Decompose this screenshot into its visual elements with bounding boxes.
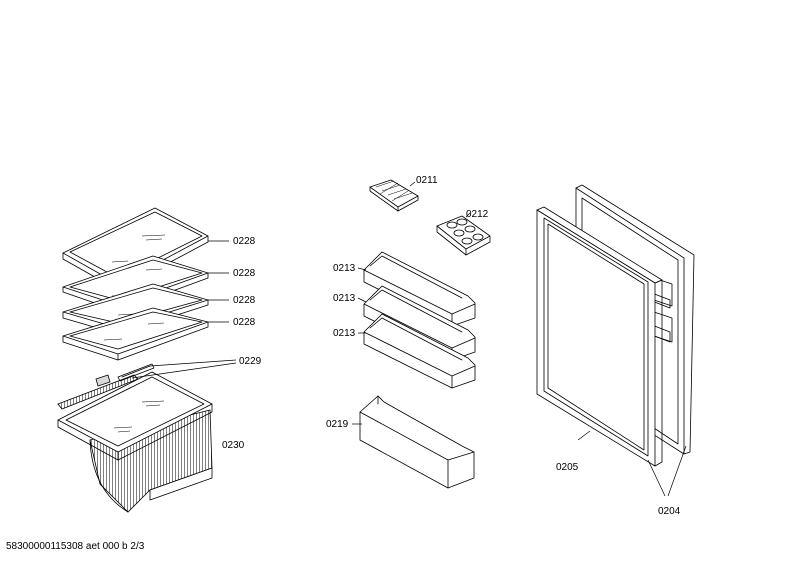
glass-shelf-4 (62, 307, 209, 361)
callout-0228-3: 0228 (233, 295, 256, 306)
door-bottle-rack (359, 395, 475, 489)
callout-0205: 0205 (556, 462, 579, 473)
callout-0228-2: 0228 (233, 268, 256, 279)
callout-0230: 0230 (222, 440, 245, 451)
callout-0228-1: 0228 (233, 236, 256, 247)
callout-0213-3: 0213 (333, 328, 356, 339)
callout-0213-1: 0213 (333, 263, 356, 274)
door-seal (536, 206, 663, 467)
callout-0213-2: 0213 (333, 293, 356, 304)
callout-0219: 0219 (326, 419, 349, 430)
document-reference: 58300000115308 aet 000 b 2/3 (6, 541, 145, 552)
egg-tray (436, 215, 491, 256)
callout-0228-4: 0228 (233, 317, 256, 328)
door-shelf-3 (363, 313, 476, 389)
ice-cube-tray (369, 179, 419, 212)
glass-shelf-1 (62, 207, 209, 291)
callout-0211: 0211 (416, 175, 438, 186)
callout-0204: 0204 (658, 506, 681, 517)
callout-0229: 0229 (239, 356, 262, 367)
crisper-bin (57, 371, 213, 513)
shelf-support-rail (57, 363, 155, 410)
callout-0212: 0212 (466, 209, 489, 220)
